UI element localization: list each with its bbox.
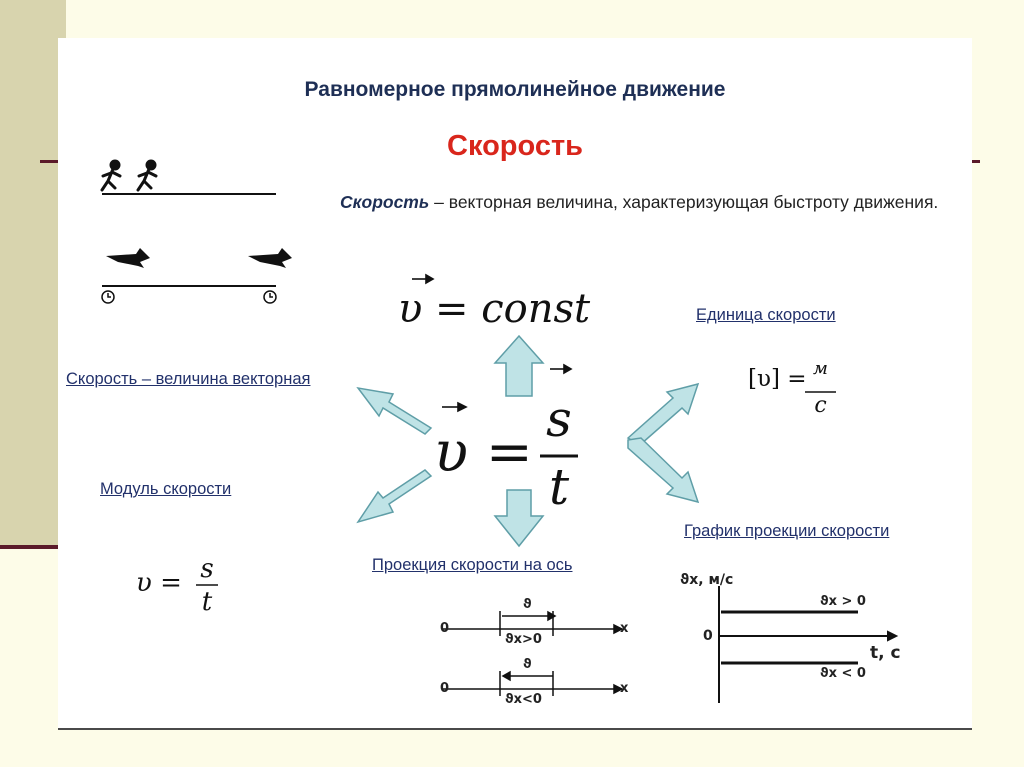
label-graph: График проекции скорости [684, 522, 890, 540]
label-modulus: Модуль скорости [100, 480, 232, 498]
arrow-upper-left [356, 386, 433, 435]
decor-bottom-line [0, 545, 66, 549]
slide-subtitle: Скорость [447, 130, 583, 162]
slide: Равномерное прямолинейное движение Скоро… [58, 38, 972, 730]
center-num: s [546, 390, 572, 448]
proj-vector-label-1: ϑ [523, 597, 532, 612]
unit-den: с [814, 393, 827, 418]
definition-term: Скорость [340, 192, 430, 212]
label-unit: Единица скорости [696, 306, 836, 324]
definition: Скорость – векторная величина, характери… [340, 190, 940, 214]
center-lhs: υ = [434, 420, 533, 485]
proj-axis-label-1: x [620, 621, 629, 636]
airplane-icon [106, 248, 292, 268]
mod-den: t [201, 587, 213, 617]
mod-lhs: υ = [136, 568, 182, 598]
arrows [356, 334, 700, 548]
graph-negative: ϑx < 0 [820, 666, 866, 681]
unit-num: м [813, 358, 828, 379]
label-vector: Скорость – величина векторная [66, 370, 311, 388]
proj-origin-1: 0 [440, 621, 450, 636]
proj-axis-label-2: x [620, 681, 629, 696]
projection-diagram [443, 610, 624, 696]
const-formula: υ = const [398, 286, 590, 332]
arrow-down [493, 489, 545, 548]
graph-diagram [718, 586, 899, 703]
clock-icon [101, 290, 277, 304]
definition-text: – векторная величина, характеризующая бы… [429, 192, 939, 212]
proj-negative: ϑx<0 [505, 692, 542, 707]
diagram-graphics [100, 159, 899, 703]
proj-positive: ϑx>0 [505, 632, 542, 647]
graph-positive: ϑx > 0 [820, 594, 866, 609]
const-rhs: = const [435, 286, 591, 332]
graph-x-label: t, с [870, 643, 901, 663]
mod-num: s [200, 554, 214, 584]
arrow-lower-right [627, 437, 700, 504]
runner-icon [100, 159, 158, 192]
proj-vector-label-2: ϑ [523, 657, 532, 672]
slide-title: Равномерное прямолинейное движение [304, 78, 726, 101]
center-den: t [548, 458, 570, 516]
const-lhs: υ [398, 286, 423, 332]
decor-left-band [0, 0, 66, 545]
graph-origin: 0 [703, 628, 713, 644]
label-projection: Проекция скорости на ось [372, 556, 573, 574]
proj-origin-2: 0 [440, 681, 450, 696]
arrow-upper-right [626, 382, 700, 448]
arrow-lower-left [356, 469, 433, 524]
arrow-up [493, 334, 545, 397]
unit-lhs: [υ] = [748, 366, 807, 392]
graph-y-label: ϑx, м/с [680, 572, 734, 588]
